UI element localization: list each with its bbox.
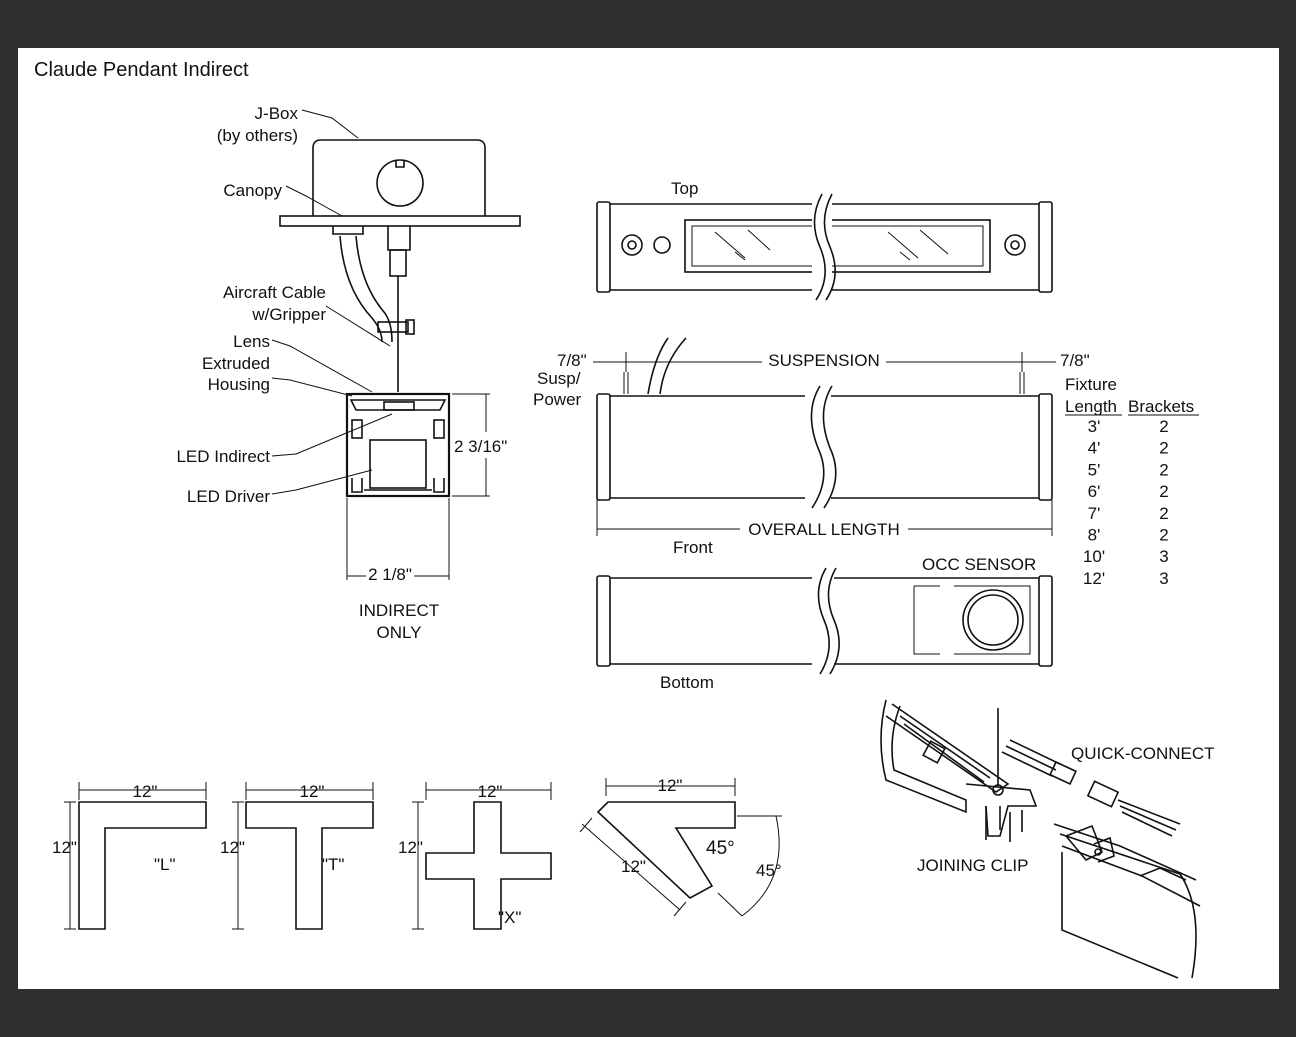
front-power-label: Power [533,390,582,409]
label-led-driver: LED Driver [187,487,270,506]
canopy [279,215,521,227]
connector-angle-dimension: 45° [756,861,782,880]
joining-detail: QUICK-CONNECT JOINING CLIP [880,699,1215,979]
connector-angle-value: 45° [706,838,735,859]
table-cell-brackets: 2 [1159,460,1168,479]
connector-l-width: 12" [133,782,158,801]
section-caption-line1: INDIRECT [359,601,439,620]
connector-angle-width: 12" [658,776,683,795]
angle-arc [741,815,780,917]
power-cord [339,235,383,343]
occ-sensor [962,589,1024,651]
top-lens-window [684,219,991,273]
label-aircraft-cable: Aircraft Cable [223,283,326,302]
connector-x-name: "X" [498,908,521,927]
label-led-indirect: LED Indirect [176,447,270,466]
top-fitting-left [621,234,643,256]
occ-sensor-label: OCC SENSOR [922,555,1036,574]
detail-housing-right [1059,833,1197,979]
table-cell-brackets: 2 [1159,526,1168,545]
table-cell-length: 3' [1088,417,1101,436]
section-caption-line2: ONLY [376,623,421,642]
front-susp-label: Susp/ [537,369,581,388]
label-gripper: w/Gripper [251,305,326,324]
front-view-label: Front [673,538,713,557]
top-fitting-right [1004,234,1026,256]
bottom-view: OCC SENSOR Bottom [596,555,1053,692]
occ-sensor-outline [913,585,1031,655]
table-header-brackets: Brackets [1128,397,1194,416]
table-cell-brackets: 2 [1159,482,1168,501]
top-view-label: Top [671,179,698,198]
table-cell-length: 6' [1088,482,1101,501]
detail-housing-left [880,699,967,814]
table-cell-brackets: 2 [1159,504,1168,523]
table-rows: 3' 2 4' 2 5' 2 6' 2 7' 2 8' 2 10' 3 12' 3 [1083,417,1169,588]
connector-t-height: 12" [220,838,245,857]
height-dimension: 2 3/16" [454,437,507,456]
connector-l-height: 12" [52,838,77,857]
table-cell-length: 5' [1088,460,1101,479]
connector-x-width: 12" [478,782,503,801]
label-housing: Housing [208,375,270,394]
connector-angle-side: 12" [621,857,646,876]
quick-connect-plug-left [1049,760,1077,786]
label-extruded: Extruded [202,354,270,373]
label-jbox-note: (by others) [217,126,298,145]
led-driver-box [369,439,427,489]
connector-angle: 12" 12" 45° 45° [579,776,782,917]
quick-connect-plug-right [1086,780,1120,808]
page-title: Claude Pendant Indirect [34,59,249,81]
connector-t-width: 12" [300,782,325,801]
jbox-knockout [376,159,424,207]
section-view: 2 3/16" 2 1/8" INDIRECT ONLY J-Box (by o… [176,104,521,642]
table-cell-length: 8' [1088,526,1101,545]
table-cell-length: 4' [1088,439,1101,458]
table-header-length: Length [1065,397,1117,416]
joining-clip-label: JOINING CLIP [917,856,1028,875]
led-board [383,401,415,411]
table-cell-length: 12' [1083,569,1105,588]
drawing: Claude Pendant Indirect 2 3/1 [34,59,1215,979]
top-view: Top [596,179,1053,301]
fixture-table: Fixture Length Brackets 3' 2 4' 2 5' 2 6' 2 7' 2 8… [1065,375,1199,588]
connector-t: 12" 12" "T" [220,782,374,930]
front-view: 7/8" SUSPENSION 7/8" Susp/ Power OVERALL… [533,337,1090,557]
jbox [312,139,486,216]
table-cell-brackets: 2 [1159,439,1168,458]
front-suspension-label: SUSPENSION [768,351,879,370]
bottom-view-label: Bottom [660,673,714,692]
connector-x: 12" 12" "X" [398,782,552,930]
width-dimension: 2 1/8" [368,565,412,584]
overall-length-label: OVERALL LENGTH [748,520,899,539]
connector-l-name: "L" [154,855,176,874]
extruded-housing [345,392,451,498]
table-cell-length: 7' [1088,504,1101,523]
lens [349,399,447,411]
front-offset-right: 7/8" [1060,351,1090,370]
connector-x-height: 12" [398,838,423,857]
spec-sheet: Claude Pendant Indirect 2 3/1 [18,48,1279,989]
table-cell-brackets: 3 [1159,569,1168,588]
table-header-fixture: Fixture [1065,375,1117,394]
label-lens: Lens [233,332,270,351]
table-cell-brackets: 3 [1159,547,1168,566]
table-cell-length: 10' [1083,547,1105,566]
connector-l: 12" 12" "L" [52,782,207,930]
quick-connect-label: QUICK-CONNECT [1071,744,1215,763]
label-jbox: J-Box [255,104,299,123]
front-offset-left: 7/8" [557,351,587,370]
table-cell-brackets: 2 [1159,417,1168,436]
label-canopy: Canopy [223,181,282,200]
connector-t-name: "T" [322,855,344,874]
